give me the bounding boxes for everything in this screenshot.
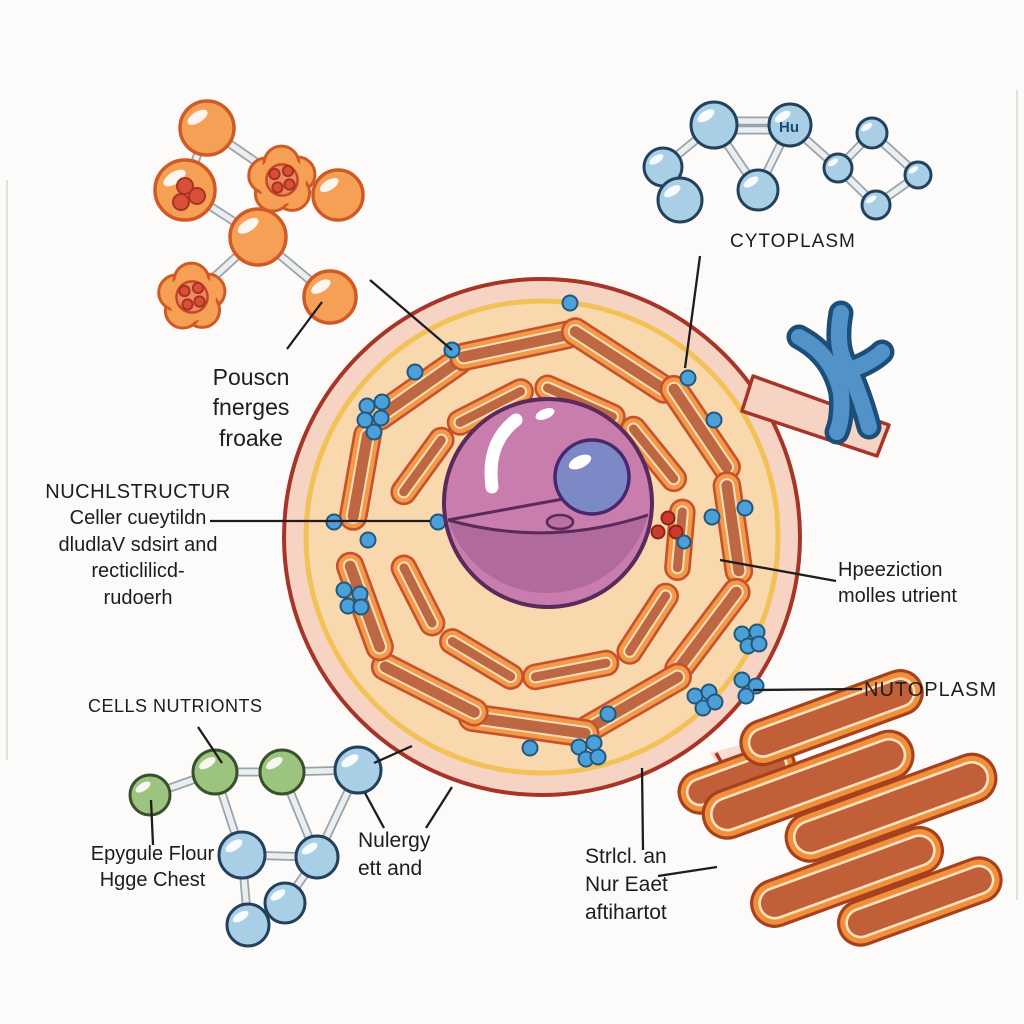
label-line: Pouscn: [212, 364, 290, 390]
leader-lines: [149, 255, 863, 878]
label-structure: Strlcl. an Nur Eaet aftihartot: [585, 843, 668, 927]
blue-molecule-cluster: [642, 100, 933, 224]
label-line: Hgge Chest: [99, 869, 206, 892]
label-line: Epygule Flour: [90, 843, 215, 865]
label-energy-molecule: Pouscn fnerges froake: [175, 362, 327, 453]
label-title: NUCHLSTRUCTUR: [45, 481, 231, 503]
chromosome-shape: [786, 300, 895, 445]
green-molecule-cluster: [128, 745, 383, 948]
label-line: ett and: [358, 856, 423, 880]
h-atom-label: Hu: [779, 119, 799, 136]
label-nutrient-flow: Epygule Flour Hgge Chest: [55, 841, 250, 894]
label-line: Nulergy: [358, 829, 431, 852]
label-line: aftihartot: [585, 901, 667, 925]
label-cytoplasm: CYTOPLASM: [730, 231, 856, 252]
nucleus: [442, 397, 654, 609]
golgi-organelle: [677, 669, 1003, 947]
label-nucleus-structure: NUCHLSTRUCTUR Celler cueytildn dludlaV s…: [12, 479, 264, 611]
label-line: Nur Eaet: [585, 873, 668, 897]
label-line: froake: [219, 424, 283, 451]
label-line: recticlilicd-: [91, 560, 185, 583]
label-line: Strlcl. an: [585, 845, 667, 868]
label-line: dludlaV sdsirt and: [58, 533, 218, 556]
label-line: Celler cueytildn: [69, 507, 207, 530]
label-line: rudoerh: [103, 586, 173, 609]
label-nutoplasm: NUTOPLASM: [864, 679, 998, 701]
label-reaction: Hpeeziction molles utrient: [838, 557, 957, 610]
label-line: molles utrient: [838, 585, 957, 608]
label-energy: Nulergy ett and: [358, 827, 430, 882]
label-line: Hpeeziction: [838, 559, 943, 581]
label-cells-nutrients: CELLS NUTRIONTS: [88, 696, 263, 716]
orange-molecule-cluster: [153, 99, 365, 330]
cytoplasm-dots: [325, 294, 768, 768]
page-edge-lines: [6, 90, 1018, 900]
label-line: fnerges: [212, 394, 290, 421]
